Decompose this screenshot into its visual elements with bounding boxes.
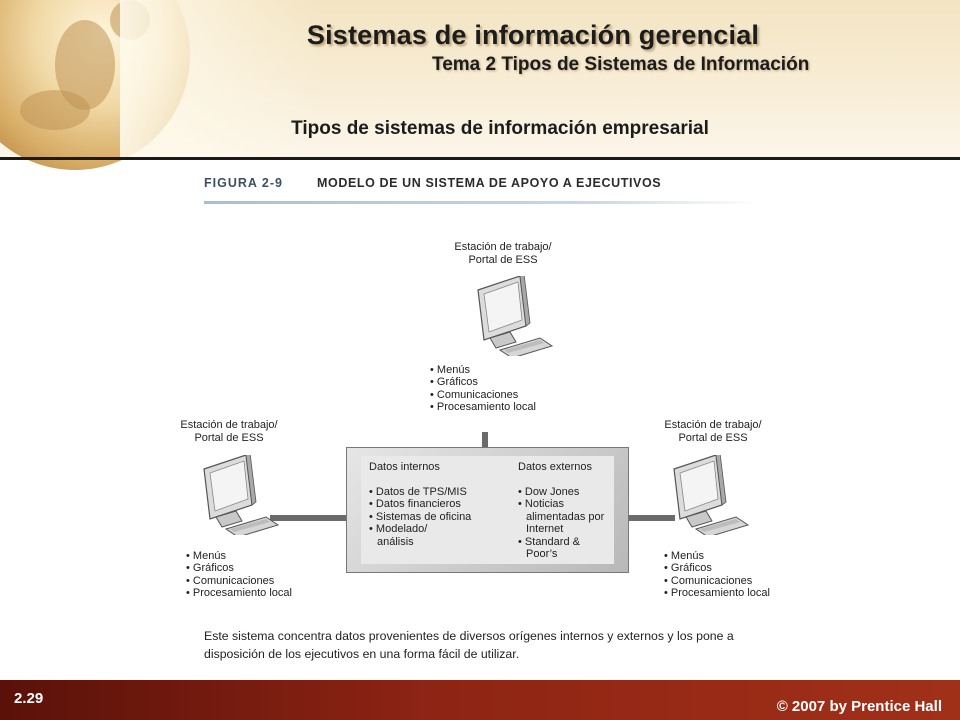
- list-item: Modelado/: [369, 523, 471, 535]
- connector-right: [627, 515, 675, 521]
- connector-left: [270, 515, 347, 521]
- list-item: Datos financieros: [369, 498, 471, 510]
- feature-item: Procesamiento local: [664, 587, 770, 599]
- slide-footer: 2.29 © 2007 by Prentice Hall: [0, 680, 960, 720]
- connector-top: [482, 432, 488, 448]
- feature-item: Comunicaciones: [664, 575, 770, 587]
- list-item-continued: Poor’s: [526, 548, 558, 561]
- list-item-continued: análisis: [377, 535, 414, 548]
- feature-item: Procesamiento local: [430, 401, 536, 413]
- workstation-top-features: Menús Gráficos Comunicaciones Procesamie…: [430, 364, 536, 414]
- list-item-continued: alimentadas por: [526, 510, 605, 523]
- list-item-continued: Internet: [526, 523, 564, 536]
- copyright-notice: © 2007 by Prentice Hall: [776, 698, 942, 715]
- feature-item: Procesamiento local: [186, 587, 292, 599]
- figure-label: FIGURA 2-9: [204, 176, 283, 190]
- internal-data-list: Datos de TPS/MIS Datos financieros Siste…: [369, 486, 471, 548]
- computer-icon: [477, 276, 554, 356]
- list-item: Noticias: [518, 498, 604, 510]
- external-data-list: Dow Jones Noticias alimentadas por Inter…: [518, 486, 604, 560]
- feature-item: Menús: [430, 364, 536, 376]
- feature-item: Menús: [186, 550, 292, 562]
- workstation-top-label: Estación de trabajo/ Portal de ESS: [454, 241, 552, 266]
- feature-item: Gráficos: [186, 562, 292, 574]
- computer-icon: [673, 455, 750, 535]
- feature-item: Comunicaciones: [186, 575, 292, 587]
- external-data-title: Datos externos: [518, 461, 592, 473]
- internal-data-title: Datos internos: [369, 461, 440, 473]
- header-glow: [120, 0, 320, 158]
- header-divider: [0, 157, 960, 160]
- figure-caption: Este sistema concentra datos proveniente…: [204, 629, 734, 661]
- figure-name: MODELO DE UN SISTEMA DE APOYO A EJECUTIV…: [317, 176, 662, 190]
- slide-header: Sistemas de información gerencial Tema 2…: [0, 0, 960, 170]
- list-item: Standard &: [518, 536, 604, 548]
- slide-number: 2.29: [14, 690, 44, 707]
- list-item: Datos de TPS/MIS: [369, 486, 471, 498]
- feature-item: Menús: [664, 550, 770, 562]
- workstation-right-features: Menús Gráficos Comunicaciones Procesamie…: [664, 550, 770, 600]
- feature-item: Gráficos: [664, 562, 770, 574]
- section-title: Tipos de sistemas de información empresa…: [291, 118, 709, 139]
- figure-rule: [204, 201, 760, 204]
- feature-item: Comunicaciones: [430, 389, 536, 401]
- computer-icon: [203, 455, 280, 535]
- workstation-left-features: Menús Gráficos Comunicaciones Procesamie…: [186, 550, 292, 600]
- workstation-right-label: Estación de trabajo/ Portal de ESS: [664, 419, 762, 444]
- data-store-panel: Datos internos Datos de TPS/MIS Datos fi…: [361, 456, 614, 564]
- list-item: Sistemas de oficina: [369, 511, 471, 523]
- data-store-box: Datos internos Datos de TPS/MIS Datos fi…: [346, 447, 629, 573]
- feature-item: Gráficos: [430, 376, 536, 388]
- list-item: Dow Jones: [518, 486, 604, 498]
- slide-title: Sistemas de información gerencial: [306, 20, 760, 50]
- slide-subtitle: Tema 2 Tipos de Sistemas de Información: [432, 54, 810, 75]
- workstation-left-label: Estación de trabajo/ Portal de ESS: [180, 419, 278, 444]
